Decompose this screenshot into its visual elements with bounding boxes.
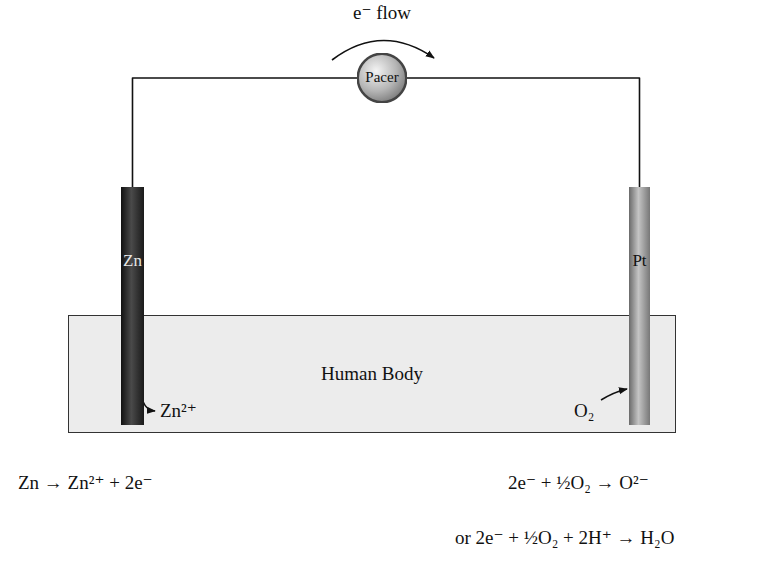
node-text: Human Body: [321, 363, 423, 385]
platinum-electrode: Pt: [629, 187, 650, 425]
flow-label: e⁻ flow: [353, 2, 411, 25]
anode-equation: Zn → Zn²⁺ + 2e⁻: [18, 472, 153, 495]
lead-wire: [407, 78, 640, 187]
gas-label: O₂: [574, 400, 594, 423]
cathode-equation: 2e⁻ + ½O₂ → O²⁻: [508, 472, 649, 495]
node-text: Pacer: [365, 69, 398, 86]
ion-label: Zn²⁺: [160, 400, 197, 423]
cathode-equation-alt: or 2e⁻ + ½O₂ + 2H⁺ → H₂O: [455, 527, 674, 550]
zinc-electrode: Zn: [121, 187, 144, 425]
node-text: Pt: [632, 251, 646, 271]
pacer-outline: [358, 54, 407, 103]
pacer-circle: Pacer: [357, 53, 407, 103]
node-text: Zn: [123, 251, 142, 271]
lead-wire: [132, 78, 357, 187]
